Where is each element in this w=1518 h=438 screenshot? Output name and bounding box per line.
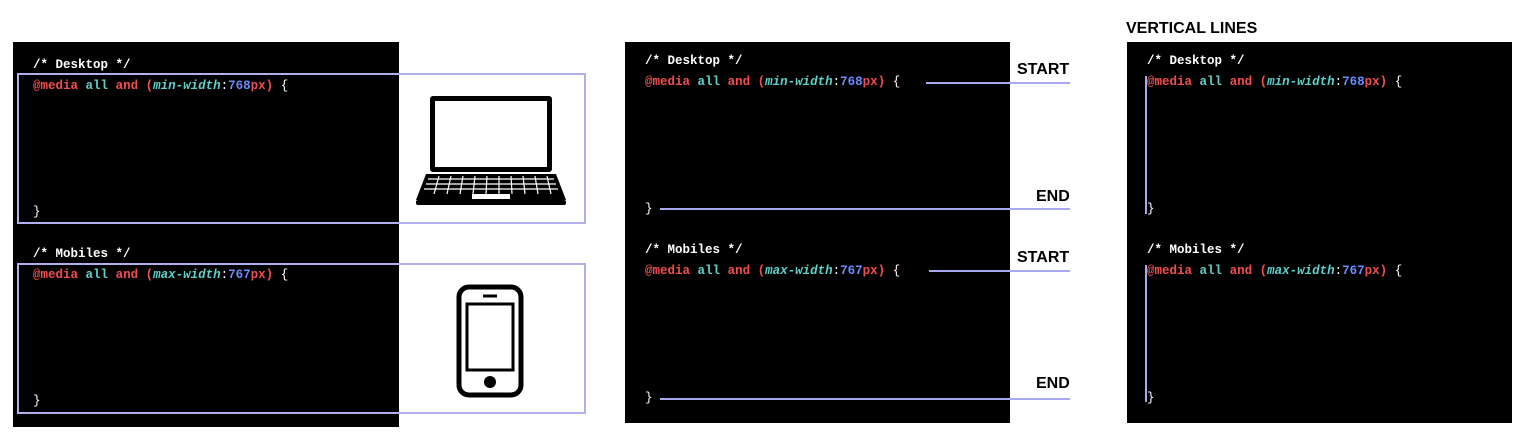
- end-line-mobiles: [660, 398, 1070, 400]
- code-panel-middle: [625, 42, 1010, 423]
- code-panel-left: [13, 42, 399, 427]
- close-brace-mobiles-left: }: [33, 394, 41, 408]
- close-brace-mobiles-middle: }: [645, 391, 653, 405]
- close-brace-mobiles-right: }: [1147, 391, 1155, 405]
- smartphone-icon: [456, 284, 524, 398]
- close-brace-desktop-middle: }: [645, 202, 653, 216]
- media-query-mobiles-middle: @media all and (max-width:767px) {: [645, 264, 901, 278]
- comment-mobiles-middle: /* Mobiles */: [645, 243, 743, 257]
- vertical-lines-heading: VERTICAL LINES: [1126, 20, 1258, 37]
- desktop-highlight-frame: [17, 73, 586, 224]
- start-label-mobiles: START: [1017, 249, 1070, 266]
- media-query-mobiles-right: @media all and (max-width:767px) {: [1147, 264, 1403, 278]
- comment-desktop-middle: /* Desktop */: [645, 54, 743, 68]
- laptop-icon: [416, 96, 566, 205]
- media-query-desktop-left: @media all and (min-width:768px) {: [33, 79, 289, 93]
- vertical-line-mobiles: [1145, 265, 1147, 402]
- vertical-line-desktop: [1145, 76, 1147, 214]
- end-label-desktop: END: [1036, 188, 1070, 205]
- start-line-mobiles: [929, 270, 1070, 272]
- end-label-mobiles: END: [1036, 375, 1070, 392]
- start-line-desktop: [926, 82, 1070, 84]
- media-query-desktop-right: @media all and (min-width:768px) {: [1147, 75, 1403, 89]
- media-query-desktop-middle: @media all and (min-width:768px) {: [645, 75, 901, 89]
- comment-mobiles-right: /* Mobiles */: [1147, 243, 1245, 257]
- media-query-mobiles-left: @media all and (max-width:767px) {: [33, 268, 289, 282]
- code-panel-right: [1127, 42, 1512, 423]
- close-brace-desktop-left: }: [33, 205, 41, 219]
- end-line-desktop: [660, 208, 1070, 210]
- mobile-highlight-frame: [17, 263, 586, 414]
- close-brace-desktop-right: }: [1147, 202, 1155, 216]
- comment-desktop-right: /* Desktop */: [1147, 54, 1245, 68]
- start-label-desktop: START: [1017, 61, 1070, 78]
- comment-desktop-left: /* Desktop */: [33, 58, 131, 72]
- comment-mobiles-left: /* Mobiles */: [33, 247, 131, 261]
